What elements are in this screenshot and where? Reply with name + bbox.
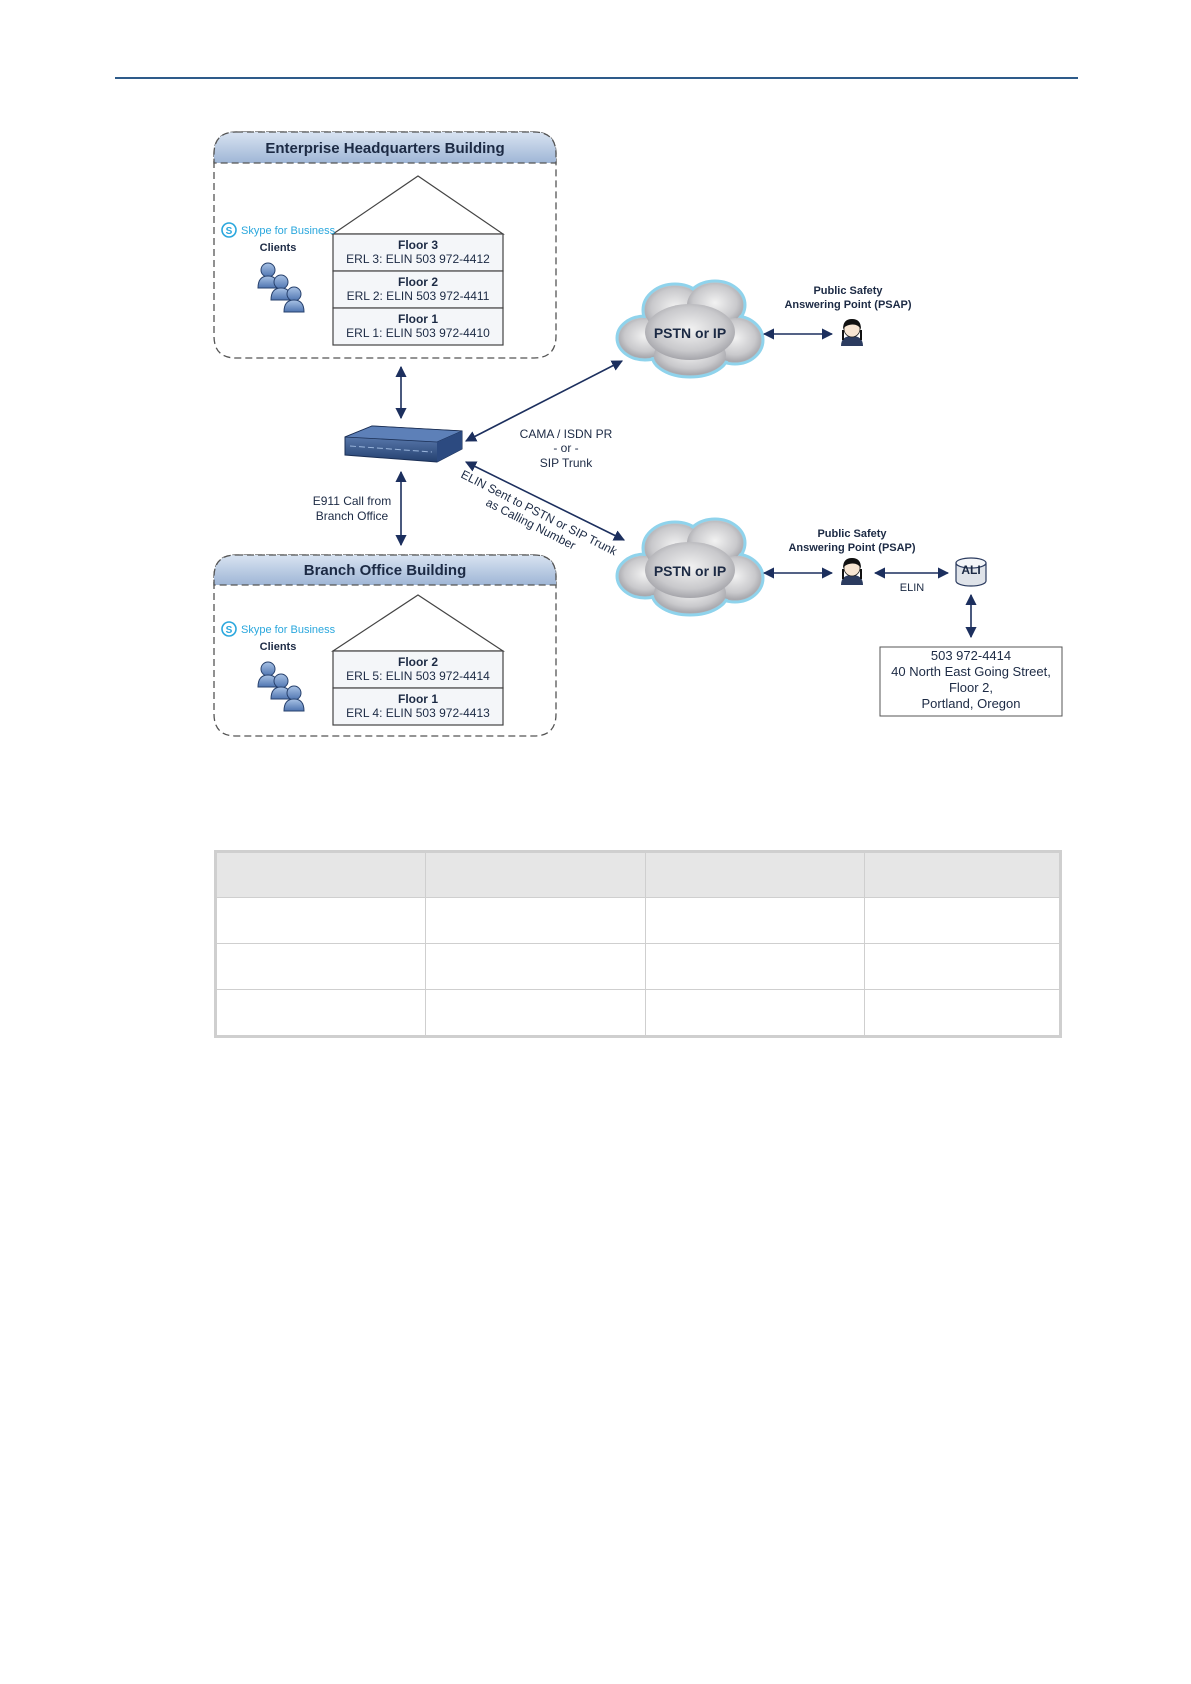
address-line2: 40 North East Going Street,	[891, 664, 1051, 679]
ali-database-icon	[955, 557, 987, 587]
psap-operator-bottom-icon	[841, 558, 863, 585]
gateway-to-pstn-bottom-arrow	[464, 461, 626, 541]
pstn-cloud-top-icon	[615, 279, 765, 379]
elin-sent-label-line1: ELIN Sent to PSTN or SIP Trunk	[459, 467, 621, 559]
table-header-cell	[864, 851, 1061, 898]
table-header-cell	[645, 851, 865, 898]
svg-text:S: S	[226, 625, 233, 636]
address-box	[879, 646, 1063, 717]
branch-floor-2-erl: ERL 5: ELIN 503 972-4414	[346, 669, 490, 683]
hq-title: Enterprise Headquarters Building	[265, 140, 504, 157]
address-line3: Floor 2,	[949, 680, 993, 695]
trunk-label-line3: SIP Trunk	[540, 456, 593, 470]
branch-floor-2-name: Floor 2	[398, 655, 438, 669]
hq-floor-2-name: Floor 2	[398, 275, 438, 289]
table-cell	[645, 943, 865, 990]
address-line4: Portland, Oregon	[921, 696, 1020, 711]
ali-elin-label: ELIN	[900, 582, 925, 594]
table-cell	[645, 989, 865, 1037]
branch-clients-users-icon	[257, 661, 305, 712]
gateway-to-pstn-top-arrow	[465, 360, 623, 442]
psap-bottom-label-line1: Public Safety	[817, 528, 887, 540]
e911-label-line1: E911 Call from	[313, 494, 391, 508]
branch-floor-1	[332, 687, 504, 726]
psap-top-label-line1: Public Safety	[813, 285, 883, 297]
pstn-top-label: PSTN or IP	[654, 325, 726, 341]
page-header-rule	[115, 77, 1078, 79]
table-cell	[864, 989, 1061, 1037]
hq-building-group: Enterprise Headquarters Building Floor 3…	[213, 131, 557, 359]
table-cell	[425, 897, 646, 944]
table-header-row	[215, 851, 1061, 898]
table-cell	[215, 989, 426, 1037]
svg-text:S: S	[226, 226, 233, 237]
table-row	[215, 943, 1061, 990]
skype-logo-icon: S	[221, 222, 237, 238]
branch-floor-2	[332, 650, 504, 689]
branch-title-band	[213, 554, 557, 586]
hq-floor-1-erl: ERL 1: ELIN 503 972-4410	[346, 326, 490, 340]
hq-floor-1	[332, 307, 504, 346]
branch-floor-1-name: Floor 1	[398, 692, 438, 706]
branch-floor-1-erl: ERL 4: ELIN 503 972-4413	[346, 706, 490, 720]
table-header-cell	[425, 851, 646, 898]
table-cell	[864, 943, 1061, 990]
table-cell	[645, 897, 865, 944]
table-header-cell	[215, 851, 426, 898]
table-cell	[425, 943, 646, 990]
branch-skype-label: Skype for Business	[241, 624, 336, 636]
hq-clients-label: Clients	[260, 242, 297, 254]
gateway-device-icon	[344, 425, 463, 463]
erl-table	[214, 850, 1062, 1038]
table-row	[215, 989, 1061, 1037]
psap-bottom-label-line2: Answering Point (PSAP)	[788, 542, 915, 554]
branch-clients-label: Clients	[260, 641, 297, 653]
e911-network-diagram: Enterprise Headquarters Building Floor 3…	[213, 131, 1063, 737]
branch-building-group: Branch Office Building Floor 2 ERL 5: EL…	[213, 554, 557, 737]
hq-floor-2	[332, 270, 504, 309]
e911-label-line2: Branch Office	[316, 509, 389, 523]
skype-logo-icon: S	[221, 621, 237, 637]
pstn-bottom-label: PSTN or IP	[654, 563, 726, 579]
table-cell	[215, 897, 426, 944]
table-cell	[864, 897, 1061, 944]
hq-floor-3-name: Floor 3	[398, 238, 438, 252]
hq-title-band	[213, 131, 557, 164]
table-cell	[215, 943, 426, 990]
trunk-label-line2: - or -	[553, 441, 578, 455]
table-cell	[425, 989, 646, 1037]
hq-floor-1-name: Floor 1	[398, 312, 438, 326]
address-line1: 503 972-4414	[931, 648, 1011, 663]
hq-floor-2-erl: ERL 2: ELIN 503 972-4411	[347, 289, 490, 303]
psap-operator-top-icon	[841, 319, 863, 346]
ali-label: ALI	[961, 563, 980, 577]
hq-skype-label: Skype for Business	[241, 225, 336, 237]
hq-clients-users-icon	[257, 262, 305, 313]
psap-top-label-line2: Answering Point (PSAP)	[784, 299, 911, 311]
trunk-label-line1: CAMA / ISDN PR	[520, 427, 613, 441]
pstn-cloud-bottom-icon	[615, 517, 765, 617]
branch-title: Branch Office Building	[304, 562, 467, 579]
hq-floor-3-erl: ERL 3: ELIN 503 972-4412	[346, 252, 490, 266]
table-row	[215, 897, 1061, 944]
